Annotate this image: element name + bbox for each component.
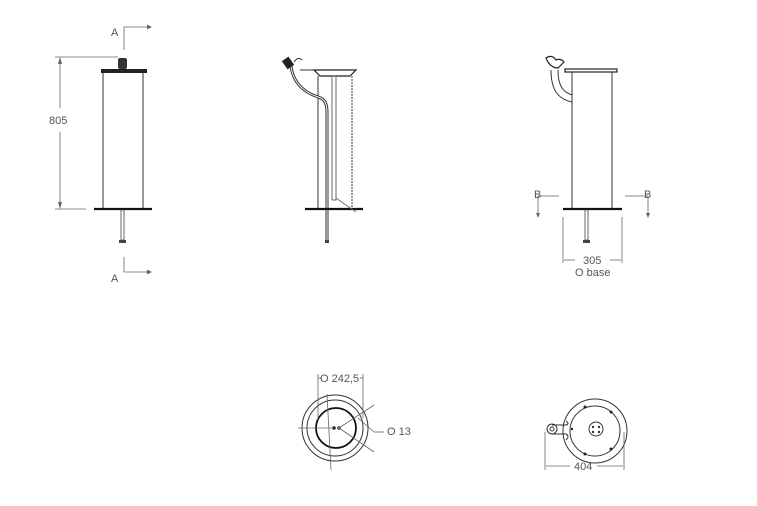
front-view: A 805 A bbox=[49, 24, 152, 285]
faucet-icon bbox=[281, 56, 295, 70]
hole-dim-label: O 13 bbox=[387, 426, 411, 438]
faucet-icon bbox=[545, 55, 565, 69]
height-dim-label: 805 bbox=[49, 115, 67, 127]
section-label-a-top: A bbox=[111, 27, 119, 39]
section-marker-b: B B bbox=[534, 189, 651, 218]
valve-icon bbox=[118, 58, 127, 69]
height-dimension: 805 bbox=[49, 56, 118, 210]
basin-icon bbox=[312, 69, 358, 77]
plan-top-view: 404 bbox=[544, 398, 628, 473]
section-marker-a-bottom: A bbox=[111, 257, 152, 285]
plan-section-view: O 242,5 O 13 bbox=[298, 373, 411, 471]
diameter-dim-label: O 242,5 bbox=[320, 373, 359, 385]
diameter-dimension: O 242,5 bbox=[317, 373, 364, 420]
side-view: B B 305 O base bbox=[534, 55, 651, 279]
width-dim-label: 404 bbox=[574, 461, 592, 473]
column-front bbox=[94, 58, 152, 243]
base-dim-note: O base bbox=[575, 267, 610, 279]
section-view bbox=[281, 56, 363, 243]
section-label-a-bottom: A bbox=[111, 273, 119, 285]
section-label-b-right: B bbox=[644, 189, 651, 201]
width-dimension: 404 bbox=[544, 432, 625, 473]
section-marker-a-top: A bbox=[111, 24, 152, 50]
base-dimension: 305 O base bbox=[562, 217, 623, 279]
section-label-b-left: B bbox=[534, 189, 541, 201]
base-dim-label: 305 bbox=[583, 255, 601, 267]
